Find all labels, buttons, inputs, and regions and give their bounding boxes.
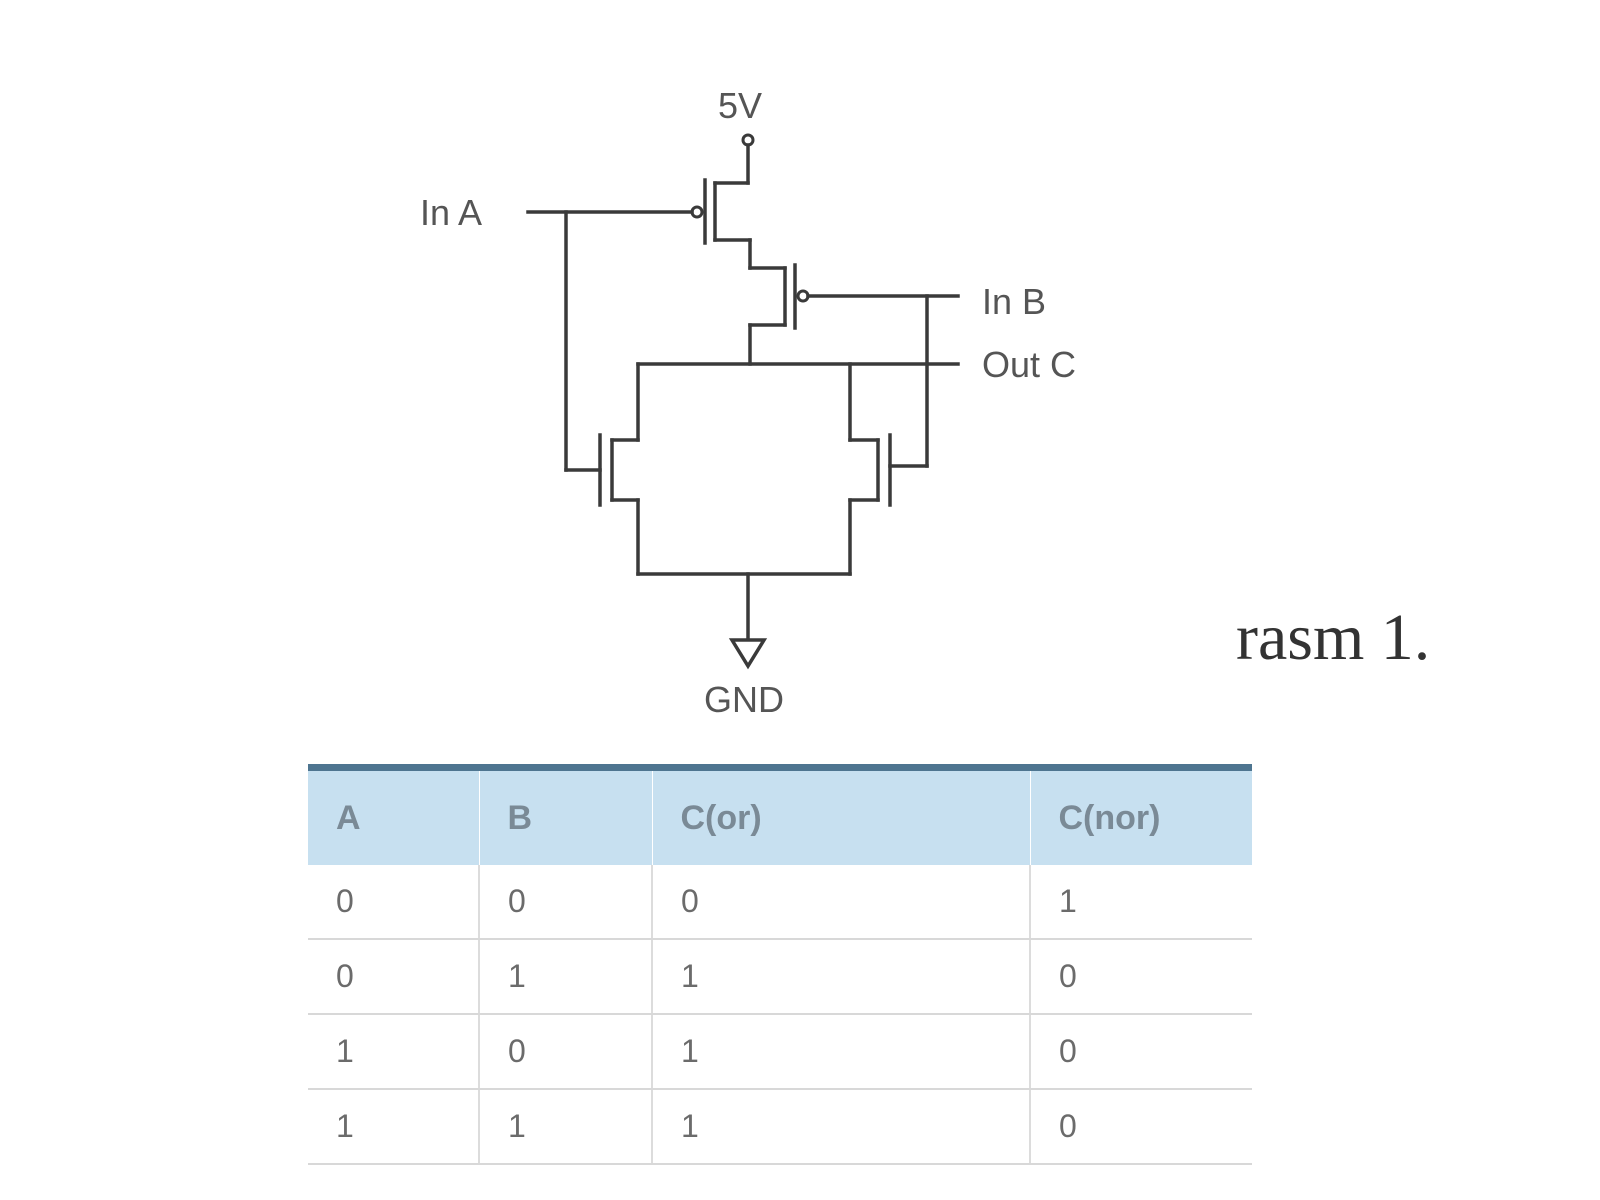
table-row: 0 1 1 0 xyxy=(308,939,1252,1015)
nor-gate-circuit: 5V In A In B Out C xyxy=(420,85,1076,720)
table-row: 0 0 0 1 xyxy=(308,865,1252,940)
ground-symbol xyxy=(728,638,768,670)
table-cell: 1 xyxy=(308,1014,480,1090)
table-cell: 1 xyxy=(479,1089,653,1165)
output-label: Out C xyxy=(982,344,1076,385)
table-header-row: A B C(or) C(nor) xyxy=(308,764,1252,865)
table-cell: 1 xyxy=(652,939,1031,1015)
column-header-c-nor: C(nor) xyxy=(1030,764,1252,865)
column-header-c-or: C(or) xyxy=(652,764,1031,865)
table-cell: 0 xyxy=(479,1014,653,1090)
input-b-label: In B xyxy=(982,281,1046,322)
column-header-a: A xyxy=(308,764,480,865)
table-row: 1 0 1 0 xyxy=(308,1014,1252,1090)
table-cell: 0 xyxy=(308,865,480,940)
figure-caption: rasm 1. xyxy=(1236,601,1431,674)
table-cell: 1 xyxy=(652,1089,1031,1165)
pmos-transistor-b xyxy=(748,263,810,330)
ground-label: GND xyxy=(704,679,784,720)
table-cell: 1 xyxy=(1030,865,1252,940)
table-cell: 0 xyxy=(308,939,480,1015)
nmos-transistor-a xyxy=(598,362,640,507)
table-row: 1 1 1 0 xyxy=(308,1089,1252,1165)
pmos-transistor-a xyxy=(690,178,752,245)
table-cell: 1 xyxy=(308,1089,480,1165)
column-header-b: B xyxy=(479,764,653,865)
table-cell: 0 xyxy=(479,865,653,940)
nmos-transistor-b xyxy=(848,362,892,507)
truth-table: A B C(or) C(nor) 0 0 0 1 0 1 1 0 1 0 1 0… xyxy=(308,764,1252,1165)
table-cell: 0 xyxy=(1030,1089,1252,1165)
supply-label: 5V xyxy=(718,85,762,126)
table-cell: 0 xyxy=(652,865,1031,940)
table-cell: 0 xyxy=(1030,939,1252,1015)
table-cell: 1 xyxy=(479,939,653,1015)
input-a-label: In A xyxy=(420,192,482,233)
table-cell: 0 xyxy=(1030,1014,1252,1090)
table-cell: 1 xyxy=(652,1014,1031,1090)
